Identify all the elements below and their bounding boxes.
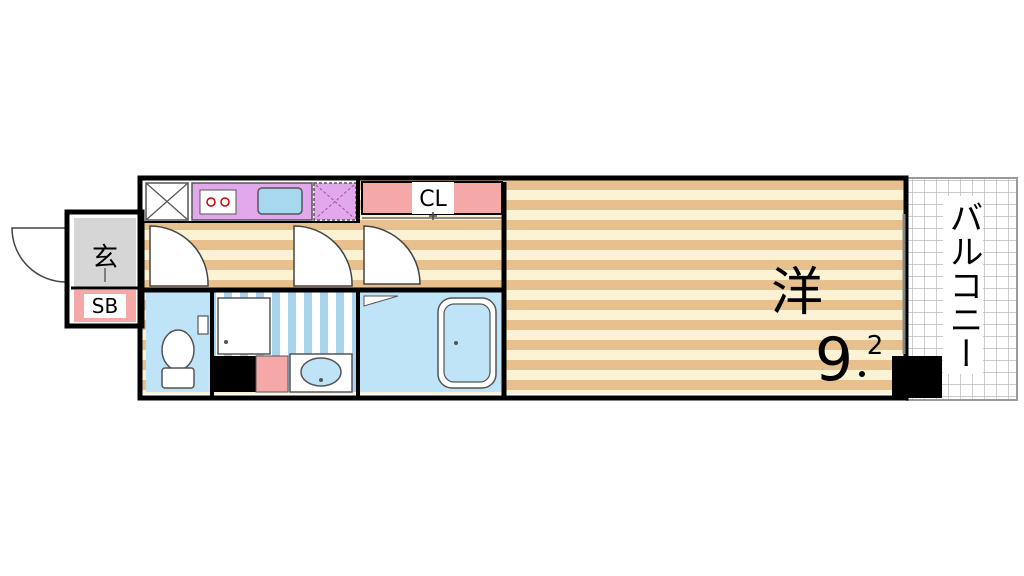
kitchen (142, 180, 360, 222)
entrance-label: 玄 (92, 243, 118, 273)
room-size-main: 9 (815, 325, 853, 395)
entrance-area (68, 214, 140, 326)
bathroom (360, 292, 502, 392)
column (892, 356, 942, 398)
balcony-label: バルコニー (943, 200, 983, 370)
room-size-decimal: 2 (867, 331, 884, 361)
closet (361, 181, 503, 220)
washroom (214, 292, 358, 393)
walls (64, 175, 909, 401)
closet-label: CL (419, 187, 447, 212)
door-swings (11, 225, 421, 287)
western-room-label: 洋 (771, 263, 823, 323)
shoe-box-label: SB (92, 294, 118, 318)
room-size-decimal-point (859, 371, 865, 377)
toilet-room (146, 292, 212, 392)
